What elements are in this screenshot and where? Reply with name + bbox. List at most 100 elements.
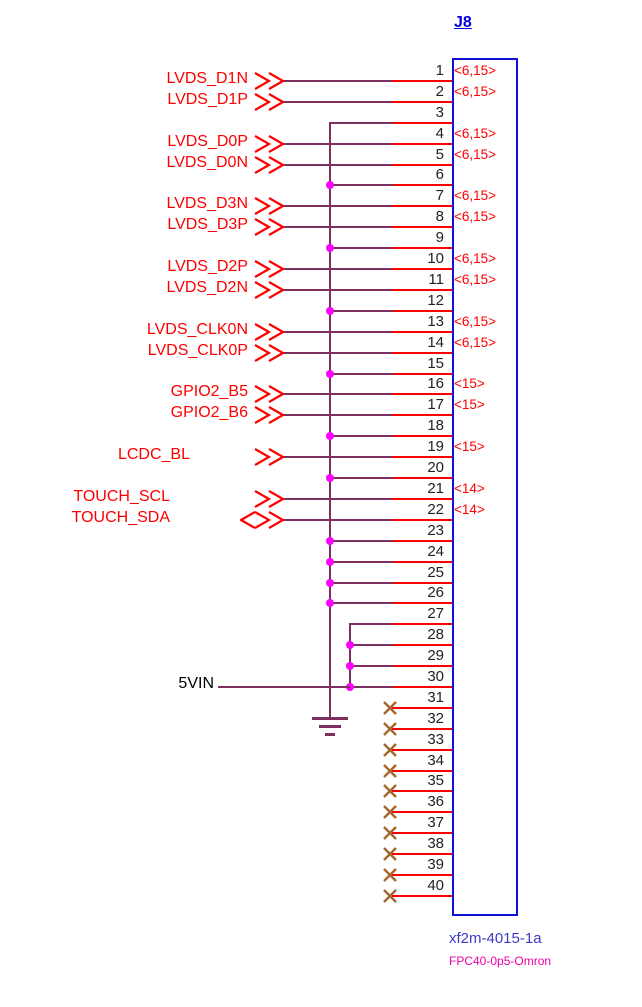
gnd-wire (329, 435, 393, 437)
net-label: TOUCH_SCL (73, 488, 170, 505)
gnd-wire (329, 247, 393, 249)
port-ref-label: <6,15> (454, 251, 497, 266)
port-ref-label: <15> (454, 397, 485, 412)
junction-dot (326, 432, 334, 440)
signal-wire (282, 101, 392, 103)
pin-number: 3 (435, 104, 444, 121)
pin-stub (392, 435, 452, 437)
port-ref-label: <6,15> (454, 335, 497, 350)
signal-wire (282, 414, 392, 416)
no-connect-icon (383, 868, 397, 882)
port-ref-label: <15> (454, 439, 485, 454)
pin-number: 24 (427, 543, 444, 560)
signal-wire (282, 519, 392, 521)
no-connect-icon (383, 826, 397, 840)
off-page-connector-icon (252, 93, 284, 111)
pin-stub (392, 414, 452, 416)
pin-number: 5 (435, 146, 444, 163)
pin-number: 2 (435, 83, 444, 100)
pin-number: 20 (427, 459, 444, 476)
footprint-name: FPC40-0p5-Omron (449, 954, 552, 968)
pin-stub (392, 122, 452, 124)
pin-number: 26 (427, 584, 444, 601)
gnd-wire (329, 373, 393, 375)
net-label: LVDS_D0P (167, 133, 248, 150)
junction-dot (326, 307, 334, 315)
junction-dot (346, 641, 354, 649)
pin-stub (392, 184, 452, 186)
pin-stub (392, 331, 452, 333)
junction-dot (326, 599, 334, 607)
net-label: LVDS_D1N (166, 70, 248, 87)
off-page-connector-icon (252, 344, 284, 362)
ground-bar (325, 733, 335, 736)
net-label: LVDS_CLK0N (146, 321, 248, 338)
off-page-connector-icon (240, 511, 286, 529)
no-connect-icon (383, 805, 397, 819)
port-ref-label: <6,15> (454, 84, 497, 99)
off-page-connector-icon (252, 156, 284, 174)
junction-dot (326, 370, 334, 378)
gnd-wire (329, 582, 393, 584)
pin-number: 34 (427, 752, 444, 769)
port-ref-label: <15> (454, 376, 485, 391)
pin-number: 39 (427, 856, 444, 873)
off-page-connector-icon (252, 385, 284, 403)
pwr-wire (349, 665, 393, 667)
pin-stub (392, 686, 452, 688)
pin-stub (392, 874, 452, 876)
pin-stub (392, 770, 452, 772)
off-page-connector-icon (252, 135, 284, 153)
gnd-wire (329, 310, 393, 312)
pin-number: 31 (427, 689, 444, 706)
port-ref-label: <6,15> (454, 188, 497, 203)
no-connect-icon (383, 889, 397, 903)
pin-number: 35 (427, 772, 444, 789)
off-page-connector-icon (252, 281, 284, 299)
gnd-wire (329, 561, 393, 563)
pin-stub (392, 268, 452, 270)
signal-wire (282, 289, 392, 291)
net-label: LVDS_D0N (166, 154, 248, 171)
part-number: xf2m-4015-1a (449, 930, 542, 947)
pin-number: 13 (427, 313, 444, 330)
pin-stub (392, 895, 452, 897)
pwr-vertical-wire (349, 623, 351, 688)
port-ref-label: <14> (454, 502, 485, 517)
signal-wire (282, 80, 392, 82)
port-ref-label: <6,15> (454, 126, 497, 141)
junction-dot (326, 579, 334, 587)
pwr-wire (349, 686, 393, 688)
pin-stub (392, 310, 452, 312)
pin-number: 27 (427, 605, 444, 622)
pin-stub (392, 289, 452, 291)
off-page-connector-icon (252, 406, 284, 424)
off-page-connector-icon (252, 72, 284, 90)
pin-number: 15 (427, 355, 444, 372)
pin-stub (392, 728, 452, 730)
pin-number: 29 (427, 647, 444, 664)
off-page-connector-icon (252, 448, 284, 466)
junction-dot (346, 662, 354, 670)
pin-stub (392, 561, 452, 563)
off-page-connector-icon (252, 490, 284, 508)
signal-wire (282, 143, 392, 145)
pin-number: 30 (427, 668, 444, 685)
pwr-wire (349, 644, 393, 646)
signal-wire (282, 331, 392, 333)
junction-dot (326, 558, 334, 566)
pin-stub (392, 853, 452, 855)
pin-stub (392, 602, 452, 604)
pin-number: 14 (427, 334, 444, 351)
pin-stub (392, 540, 452, 542)
gnd-wire (329, 540, 393, 542)
pin-number: 11 (428, 271, 444, 288)
net-label: LVDS_D2P (167, 258, 248, 275)
no-connect-icon (383, 764, 397, 778)
junction-dot (326, 244, 334, 252)
signal-wire (282, 393, 392, 395)
signal-wire (282, 268, 392, 270)
pin-number: 7 (435, 187, 444, 204)
gnd-wire (329, 477, 393, 479)
signal-wire (282, 498, 392, 500)
